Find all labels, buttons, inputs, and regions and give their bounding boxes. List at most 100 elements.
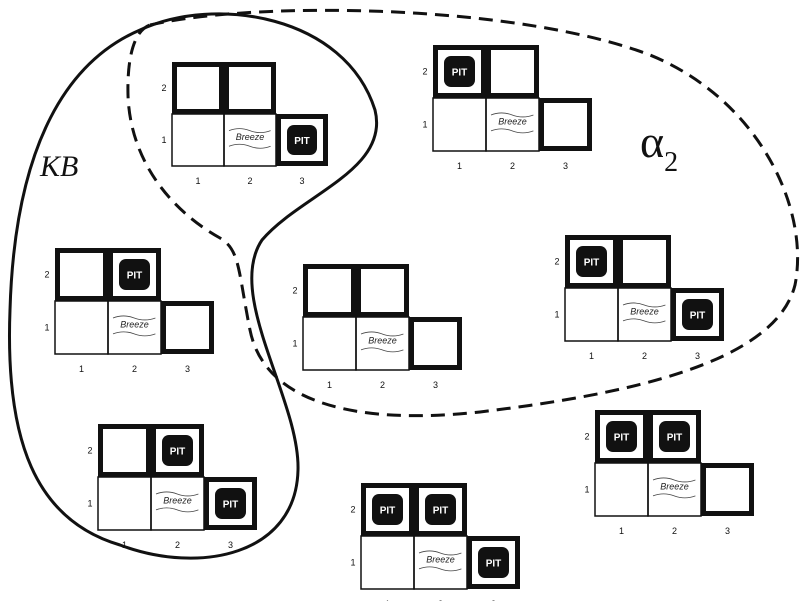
pit-block	[162, 435, 193, 466]
grid-cell	[171, 113, 225, 167]
alpha-subscript: 2	[664, 147, 679, 179]
kb-boundary	[7, 12, 379, 560]
frontier-cell	[414, 483, 467, 536]
kb-label: KB	[40, 150, 79, 183]
breeze-text: Breeze	[498, 117, 527, 127]
breeze-text: Breeze	[660, 482, 689, 492]
pit-label: PIT	[170, 447, 186, 458]
pit-label: PIT	[380, 506, 396, 517]
x-tick-label: 1	[327, 380, 332, 390]
x-tick-label: 2	[438, 599, 443, 601]
pit-block	[659, 421, 690, 452]
y-tick-label: 2	[554, 257, 559, 267]
alpha2-label: α2	[640, 115, 679, 179]
grid-cell	[432, 97, 487, 152]
alpha-letter: α	[640, 116, 665, 167]
x-tick-label: 2	[672, 526, 677, 536]
pit-label: PIT	[433, 506, 449, 517]
breeze-text: Breeze	[426, 555, 455, 565]
pit-block	[606, 421, 637, 452]
frontier-cell	[433, 45, 486, 98]
x-tick-label: 2	[132, 364, 137, 374]
x-tick-label: 3	[491, 599, 496, 601]
grid-cell	[97, 476, 152, 531]
breeze-wave	[112, 315, 156, 321]
pit-block	[682, 299, 713, 330]
x-tick-label: 2	[642, 351, 647, 361]
breeze-text: Breeze	[163, 496, 192, 506]
y-tick-label: 1	[87, 499, 92, 509]
pit-label: PIT	[690, 311, 706, 322]
frontier-cell	[303, 264, 356, 317]
frontier-cell	[356, 264, 409, 317]
frontier-cell	[565, 235, 618, 288]
x-tick-label: 1	[619, 526, 624, 536]
x-tick-label: 3	[725, 526, 730, 536]
y-tick-label: 2	[87, 446, 92, 456]
grid-cell	[360, 535, 415, 590]
frontier-cell	[204, 477, 257, 530]
grid-cell	[564, 287, 619, 342]
x-tick-label: 2	[380, 380, 385, 390]
breeze-text: Breeze	[368, 336, 397, 346]
pit-block	[576, 246, 607, 277]
pit-label: PIT	[223, 500, 239, 511]
frontier-cell	[486, 45, 539, 98]
breeze-wave	[360, 347, 404, 353]
y-tick-label: 1	[44, 323, 49, 333]
grid-cell	[54, 300, 109, 355]
x-tick-label: 1	[385, 599, 390, 601]
x-tick-label: 3	[299, 176, 304, 186]
frontier-cell	[648, 410, 701, 463]
breeze-wave	[418, 550, 462, 556]
x-tick-label: 1	[122, 540, 127, 550]
pit-block	[444, 56, 475, 87]
x-tick-label: 1	[79, 364, 84, 374]
frontier-cell	[55, 248, 108, 301]
y-tick-label: 1	[554, 310, 559, 320]
alpha2-boundary	[126, 8, 800, 418]
x-tick-label: 3	[185, 364, 190, 374]
frontier-cell	[595, 410, 648, 463]
pit-label: PIT	[486, 559, 502, 570]
breeze-wave	[490, 128, 534, 134]
frontier-cell	[108, 248, 161, 301]
grid-cell	[594, 462, 649, 517]
x-tick-label: 2	[247, 176, 252, 186]
pit-label: PIT	[584, 258, 600, 269]
pit-block	[119, 259, 150, 290]
breeze-wave	[622, 318, 666, 324]
y-tick-label: 1	[584, 485, 589, 495]
pit-label: PIT	[667, 433, 683, 444]
breeze-text: Breeze	[120, 320, 149, 330]
y-tick-label: 1	[350, 558, 355, 568]
frontier-cell	[276, 114, 328, 166]
breeze-text: Breeze	[236, 132, 265, 142]
breeze-wave	[360, 331, 404, 337]
frontier-cell	[409, 317, 462, 370]
breeze-wave	[155, 491, 199, 497]
pit-block	[287, 125, 317, 155]
pit-label: PIT	[614, 433, 630, 444]
breeze-wave	[652, 493, 696, 499]
breeze-wave	[652, 477, 696, 483]
pit-block	[215, 488, 246, 519]
breeze-wave	[155, 507, 199, 513]
breeze-wave	[622, 302, 666, 308]
y-tick-label: 2	[350, 505, 355, 515]
breeze-wave	[418, 566, 462, 572]
x-tick-label: 2	[510, 161, 515, 171]
grid-cell	[302, 316, 357, 371]
breeze-wave	[228, 128, 271, 134]
frontier-cell	[701, 463, 754, 516]
breeze-wave	[228, 143, 271, 149]
pit-block	[372, 494, 403, 525]
y-tick-label: 2	[422, 67, 427, 77]
pit-label: PIT	[294, 136, 310, 147]
y-tick-label: 1	[422, 120, 427, 130]
x-tick-label: 3	[228, 540, 233, 550]
